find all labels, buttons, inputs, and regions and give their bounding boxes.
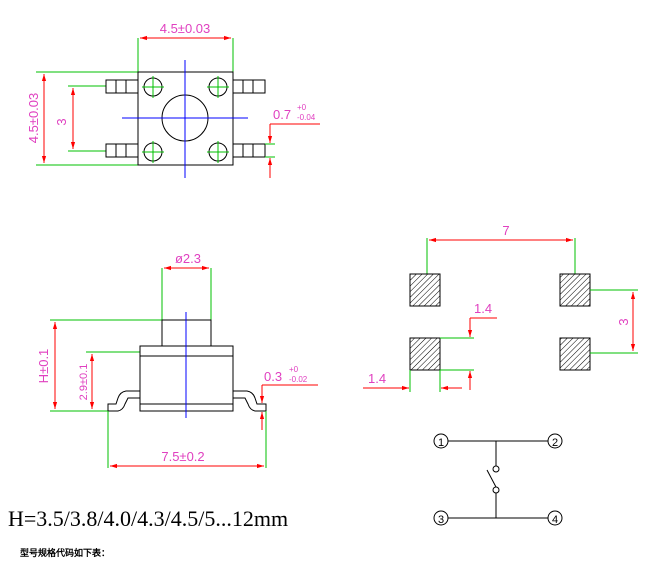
- stem-dia-label: ø2.3: [175, 251, 201, 266]
- pin-4: [547, 510, 563, 526]
- pin-thickness-sub: -0.04: [297, 113, 316, 122]
- side-view: ø2.3 H±0.1 2.9±0.1 7.5±0.2 0.3 +0 -0.02: [36, 251, 318, 469]
- height-label: H±0.1: [36, 349, 51, 384]
- top-view: 4.5±0.03 4.5±0.03 3: [26, 21, 320, 178]
- pin-3: [433, 510, 449, 526]
- body-height-label: 2.9±0.1: [78, 364, 90, 401]
- pad-size-b-label: 1.4: [368, 371, 386, 386]
- pad-pitch-y-label: 3: [616, 318, 631, 325]
- lead-thickness-sub: -0.02: [289, 375, 308, 384]
- lead-thickness-label: 0.3: [264, 369, 282, 384]
- pin-1: [433, 433, 449, 449]
- pcb-layout: 7 3 1.4 1.4: [363, 223, 638, 392]
- spec-code-caption: 型号规格代码如下表：: [20, 549, 111, 559]
- pin-2-label: 2: [552, 437, 558, 449]
- pad-bottom-right: [559, 337, 591, 371]
- pin-spacing-label: 3: [54, 118, 69, 125]
- switch-schematic: 1 2 3 4: [433, 433, 563, 526]
- pin-thickness-label: 0.7: [273, 107, 291, 122]
- lead-thickness-sup: +0: [289, 365, 299, 374]
- pin-4-label: 4: [552, 514, 558, 526]
- pin-2: [547, 433, 563, 449]
- pin-3-label: 3: [438, 514, 444, 526]
- pin-1-label: 1: [438, 437, 444, 449]
- length-label: 7.5±0.2: [161, 449, 204, 464]
- pad-pitch-x-label: 7: [502, 223, 509, 238]
- top-width-label: 4.5±0.03: [160, 21, 211, 36]
- top-height-label: 4.5±0.03: [26, 93, 41, 144]
- height-options: H=3.5/3.8/4.0/4.3/4.5/5...12mm: [8, 506, 289, 531]
- pin-thickness-sup: +0: [297, 103, 307, 112]
- pad-bottom-left: [409, 337, 441, 371]
- pad-top-left: [409, 273, 441, 307]
- pad-size-a-label: 1.4: [474, 301, 492, 316]
- pad-top-right: [559, 273, 591, 307]
